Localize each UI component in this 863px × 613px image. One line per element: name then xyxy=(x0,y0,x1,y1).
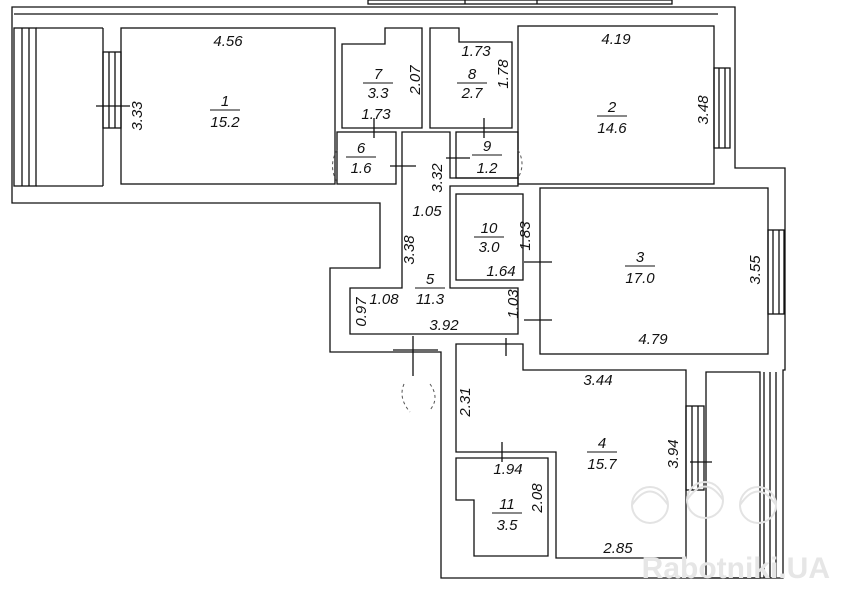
window-3 xyxy=(767,229,785,315)
room-2-area: 14.6 xyxy=(597,120,627,137)
dim-r4-top: 3.44 xyxy=(583,372,612,389)
dim-r4-bottom: 2.85 xyxy=(602,540,633,557)
window-1 xyxy=(102,51,122,129)
dim-r5-c: 1.08 xyxy=(369,291,399,308)
room-5-area: 11.3 xyxy=(416,291,445,308)
dim-r5-f: 1.03 xyxy=(505,289,522,319)
room-1-area: 15.2 xyxy=(210,114,240,131)
room-7-area: 3.3 xyxy=(368,85,390,102)
dim-r4-left: 2.31 xyxy=(457,387,474,417)
dim-r10-h: 1.83 xyxy=(517,221,534,251)
dim-r8-w: 1.73 xyxy=(461,43,491,60)
dim-r2-width: 4.19 xyxy=(601,31,631,48)
balcony-left xyxy=(13,27,37,187)
dim-r11-w: 1.94 xyxy=(493,461,522,478)
room-4-area: 15.7 xyxy=(587,456,617,473)
balcony-right xyxy=(705,371,761,579)
room-4-number: 4 xyxy=(598,435,606,452)
dim-r10-w: 1.64 xyxy=(486,263,515,280)
room-6-number: 6 xyxy=(357,140,366,157)
room-8-area: 2.7 xyxy=(461,85,484,102)
dim-r8-h: 1.78 xyxy=(495,59,512,89)
room-6 xyxy=(336,131,397,185)
room-10 xyxy=(455,193,524,281)
room-10-area: 3.0 xyxy=(479,239,501,256)
outer-wall xyxy=(11,6,786,579)
dim-r1-height: 3.33 xyxy=(129,101,146,131)
watermark-logo xyxy=(631,481,777,524)
dim-r1-width: 4.56 xyxy=(213,33,243,50)
room-11-area: 3.5 xyxy=(497,517,519,534)
window-2 xyxy=(713,67,731,149)
top-partial-wall xyxy=(367,0,673,5)
dim-r6-a: 1.73 xyxy=(361,106,391,123)
dim-r5-a: 1.05 xyxy=(412,203,442,220)
room-5 xyxy=(349,131,519,335)
room-2-number: 2 xyxy=(607,99,617,116)
room-3-number: 3 xyxy=(636,249,645,266)
window-4 xyxy=(685,405,705,491)
room-7-number: 7 xyxy=(374,66,383,83)
room-11-number: 11 xyxy=(499,496,515,513)
watermark-text: Rabotniki.UA xyxy=(642,552,830,585)
dim-r4-right: 3.94 xyxy=(665,439,682,468)
room-5-number: 5 xyxy=(426,271,435,288)
dim-r5-e: 3.92 xyxy=(429,317,459,334)
dim-r3-height: 3.55 xyxy=(747,255,764,285)
room-3-area: 17.0 xyxy=(625,270,655,287)
room-6-area: 1.6 xyxy=(351,160,373,177)
dim-r5-d: 0.97 xyxy=(353,297,370,327)
room-11 xyxy=(455,457,549,557)
room-9-area: 1.2 xyxy=(477,160,499,177)
room-8-number: 8 xyxy=(468,66,477,83)
dim-r11-h: 2.08 xyxy=(529,483,546,514)
dim-r6-b: 3.32 xyxy=(429,163,446,193)
dim-r5-b: 3.38 xyxy=(401,235,418,265)
room-10-number: 10 xyxy=(481,220,498,237)
dim-r2-height: 3.48 xyxy=(695,95,712,125)
room-4 xyxy=(455,343,687,559)
room-8 xyxy=(429,27,513,129)
room-7 xyxy=(341,27,423,129)
dim-r3-width: 4.79 xyxy=(638,331,668,348)
room-9-number: 9 xyxy=(483,138,492,155)
dim-r7-h: 2.07 xyxy=(407,65,424,96)
room-1-number: 1 xyxy=(221,93,229,110)
